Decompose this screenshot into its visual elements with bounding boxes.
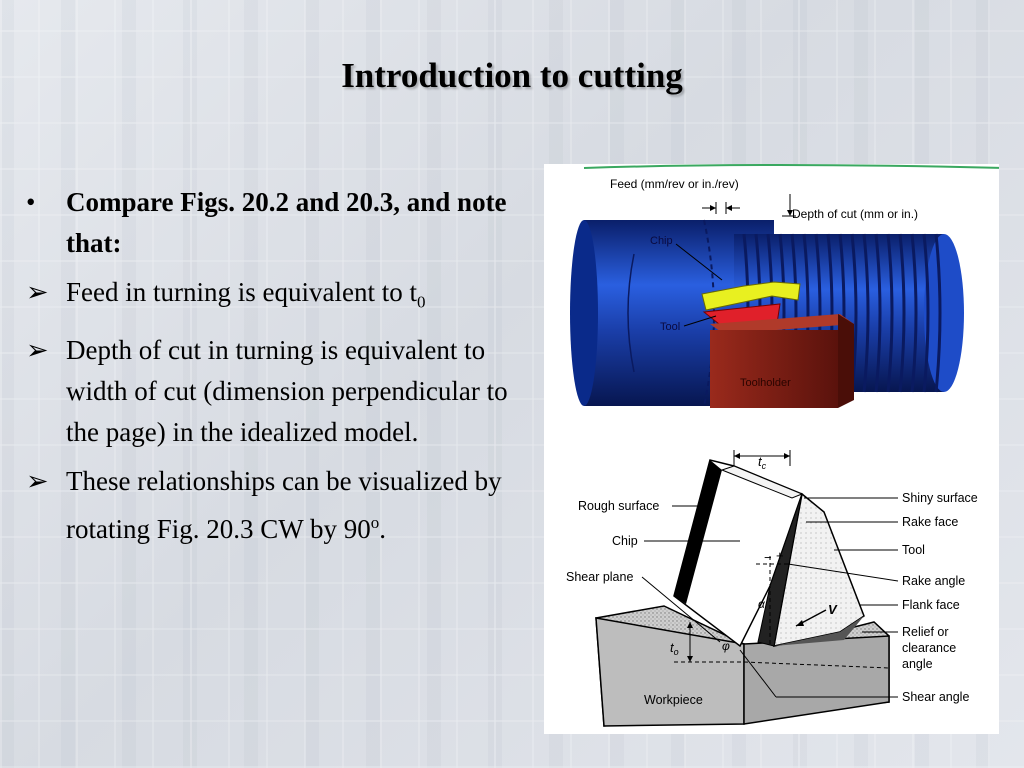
tc-dimension bbox=[733, 450, 791, 466]
tc-label: tc bbox=[758, 454, 767, 471]
tool-label: Tool bbox=[902, 543, 925, 557]
bullet-item-depth: ➢ Depth of cut in turning is equivalent … bbox=[26, 330, 526, 453]
cutting-model-illustration: tc to α φ − + V Rough surface Chip Shear… bbox=[544, 436, 999, 734]
workpiece-label: Workpiece bbox=[644, 693, 703, 707]
tool-block bbox=[757, 492, 865, 647]
relief-label-line3: angle bbox=[902, 657, 933, 671]
bullet-item-rotate: ➢ These relationships can be visualized … bbox=[26, 461, 526, 550]
shear-plane-label: Shear plane bbox=[566, 570, 633, 584]
phi-symbol: φ bbox=[722, 639, 730, 653]
depth-of-cut-label: Depth of cut (mm or in.) bbox=[792, 207, 918, 221]
relief-label-line1: Relief or bbox=[902, 625, 949, 639]
workpiece-block bbox=[595, 605, 890, 727]
chip-label: Chip bbox=[650, 235, 673, 247]
superscript: o bbox=[370, 513, 380, 533]
rake-angle-label: Rake angle bbox=[902, 574, 965, 588]
velocity-label: V bbox=[828, 602, 838, 617]
tool-label: Tool bbox=[660, 321, 680, 333]
feed-label: Feed (mm/rev or in./rev) bbox=[610, 177, 739, 191]
arrow-bullet-icon: ➢ bbox=[26, 335, 49, 366]
reference-lines bbox=[674, 556, 890, 669]
thread-grooves bbox=[742, 233, 942, 393]
bullet-text: Feed in turning is equivalent to t bbox=[66, 277, 417, 307]
bullet-text: Depth of cut in turning is equivalent to… bbox=[66, 335, 508, 448]
chip-shape bbox=[701, 281, 801, 311]
subscript: 0 bbox=[416, 292, 426, 312]
toolholder-label: Toolholder bbox=[740, 377, 791, 389]
arrow-bullet-icon: ➢ bbox=[26, 277, 49, 307]
bullet-dot-icon: • bbox=[26, 187, 36, 217]
bullet-item-compare: • Compare Figs. 20.2 and 20.3, and note … bbox=[26, 182, 526, 264]
rake-face-label: Rake face bbox=[902, 515, 958, 529]
arrow-bullet-icon: ➢ bbox=[26, 466, 49, 497]
plus-sign: + bbox=[776, 548, 784, 563]
bullet-text-wrap: Feed in turning is equivalent to t0 bbox=[66, 272, 425, 322]
turning-illustration: Feed (mm/rev or in./rev) Depth of cut (m… bbox=[544, 164, 1005, 436]
relief-label-line2: clearance bbox=[902, 641, 956, 655]
cutting-model-figure: tc to α φ − + V Rough surface Chip Shear… bbox=[544, 436, 999, 734]
rough-surface-label: Rough surface bbox=[578, 499, 659, 513]
alpha-symbol: α bbox=[758, 597, 766, 611]
minus-sign: − bbox=[764, 550, 772, 565]
bullet-tail: . bbox=[379, 514, 387, 545]
bullet-item-feed: ➢ Feed in turning is equivalent to t0 bbox=[26, 272, 526, 322]
flank-face-label: Flank face bbox=[902, 598, 960, 612]
toolholder-shape bbox=[710, 314, 854, 408]
bullet-text-wrap: These relationships can be visualized by… bbox=[66, 461, 526, 550]
bullet-list: • Compare Figs. 20.2 and 20.3, and note … bbox=[26, 182, 526, 558]
shear-angle-label: Shear angle bbox=[902, 690, 969, 704]
turning-figure: Feed (mm/rev or in./rev) Depth of cut (m… bbox=[544, 164, 1005, 436]
slide-title: Introduction to cutting bbox=[341, 56, 683, 95]
chip-label: Chip bbox=[612, 534, 638, 548]
shiny-surface-label: Shiny surface bbox=[902, 491, 978, 505]
bullet-text: Compare Figs. 20.2 and 20.3, and note th… bbox=[66, 187, 507, 258]
bullet-text: These relationships can be visualized by… bbox=[66, 466, 502, 545]
t0-label: to bbox=[670, 640, 679, 657]
